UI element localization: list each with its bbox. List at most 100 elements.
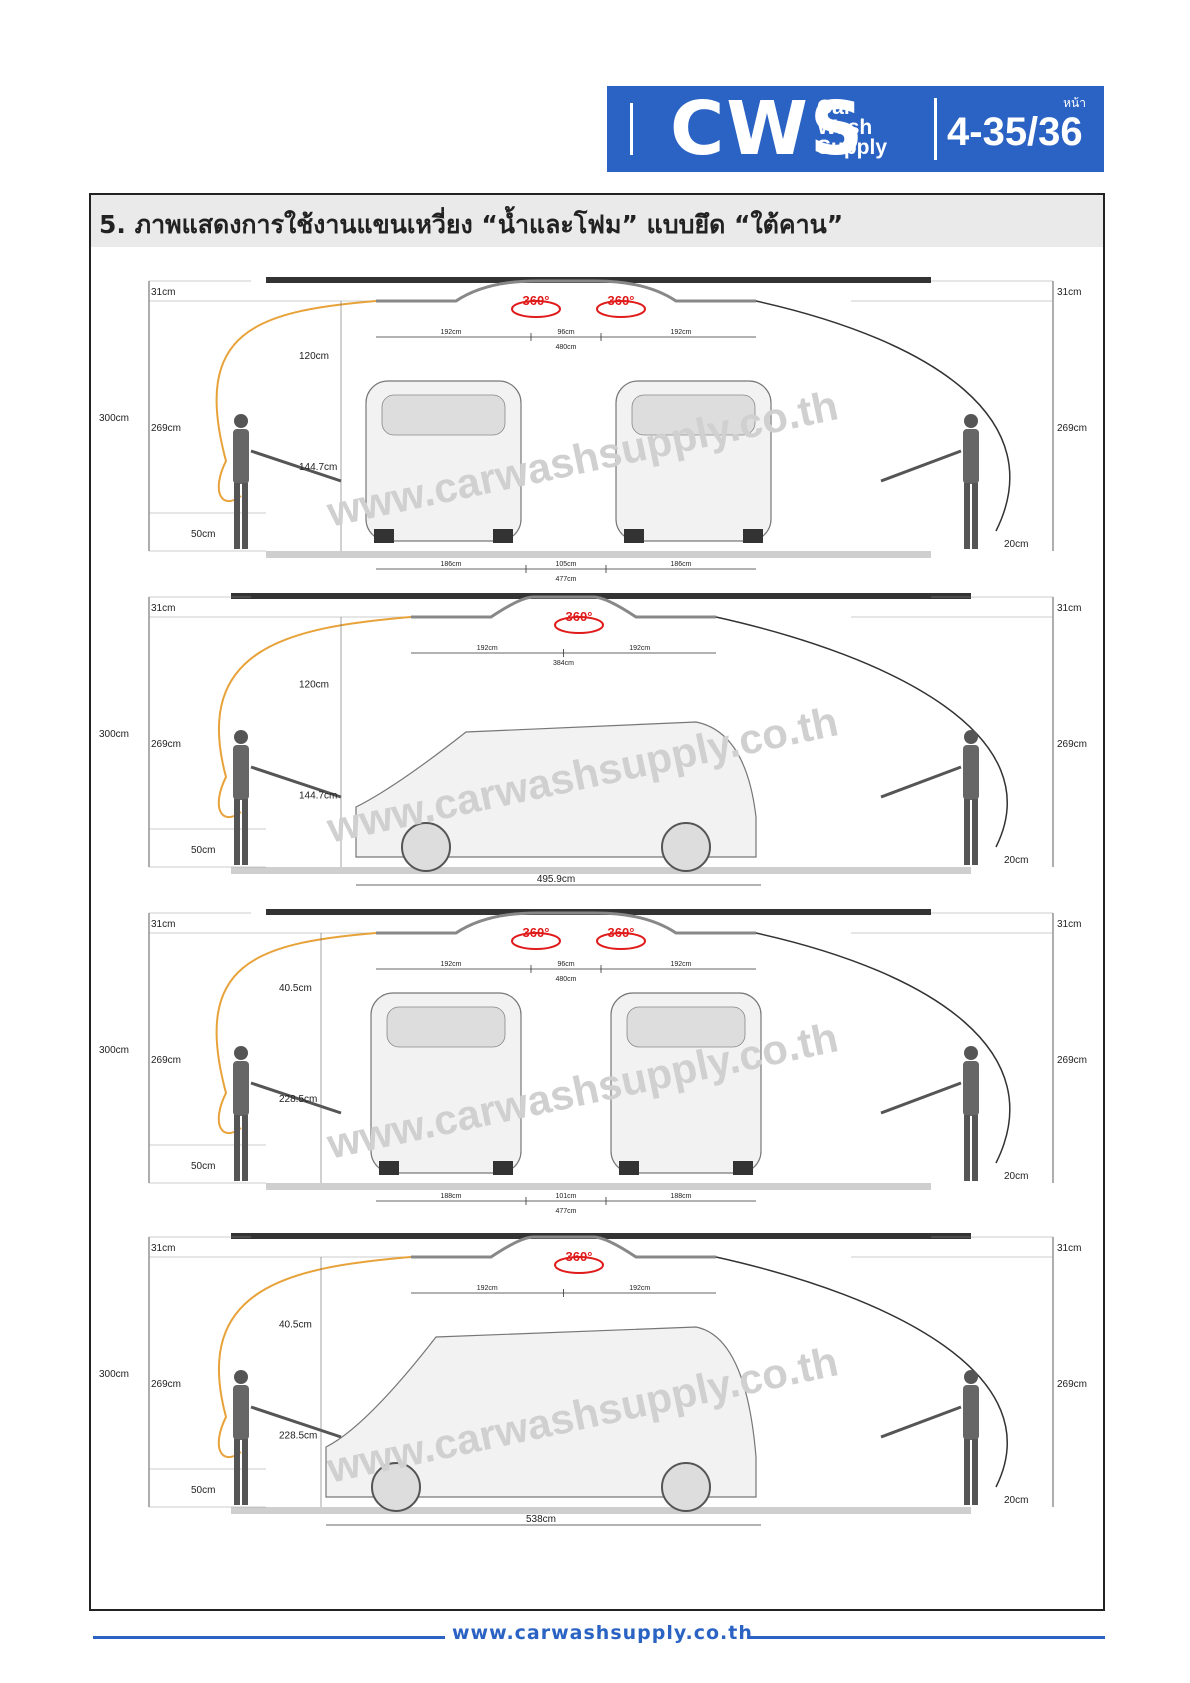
brand-divider xyxy=(934,98,937,160)
dim-label-total: 300cm xyxy=(99,729,129,740)
rotation-icon xyxy=(596,300,646,318)
rotation-label: 360° xyxy=(523,925,550,940)
arm-total-label: 480cm xyxy=(555,976,576,983)
operator-left-head xyxy=(234,1046,248,1060)
vehicle-wheel xyxy=(624,529,644,543)
dim-label-mid: 269cm xyxy=(151,739,181,750)
spray-lance-right xyxy=(880,765,962,799)
dim-label-mid: 269cm xyxy=(151,1055,181,1066)
operator-left-leg xyxy=(242,1115,248,1181)
content-frame: 5. ภาพแสดงการใช้งานแขนเหวี่ยง “น้ำและโฟม… xyxy=(89,193,1105,1611)
rotation-icon xyxy=(511,932,561,950)
dim-label-mid: 269cm xyxy=(151,1379,181,1390)
floor-slab xyxy=(266,1183,931,1190)
operator-left-leg xyxy=(242,483,248,549)
dim-label-low-right: 20cm xyxy=(1004,539,1028,550)
brand-tagline: Car Wash Supply xyxy=(817,96,887,158)
operator-right-leg xyxy=(964,1439,970,1505)
dim-label-top: 31cm xyxy=(151,603,175,614)
page-number: 4-35/36 xyxy=(947,110,1083,154)
floor-slab xyxy=(266,551,931,558)
operator-right-leg xyxy=(972,1439,978,1505)
dim-label-low-right: 20cm xyxy=(1004,855,1028,866)
vehicle-height-label: 144.7cm xyxy=(299,791,337,802)
operator-left-body xyxy=(233,1385,249,1440)
arm-dim-label: 192cm xyxy=(477,645,498,652)
arm-dim-label: 192cm xyxy=(670,329,691,336)
brand-tagline-line: Car xyxy=(817,96,853,119)
floor-total-label: 538cm xyxy=(526,1514,556,1525)
vehicle-wheel xyxy=(733,1161,753,1175)
dim-label-mid: 269cm xyxy=(151,423,181,434)
hose-right xyxy=(755,932,1011,1164)
dim-label-low: 50cm xyxy=(191,529,215,540)
floor-dim-label: 188cm xyxy=(670,1193,691,1200)
page-label: หน้า xyxy=(1063,96,1086,110)
dim-label-top: 31cm xyxy=(151,287,175,298)
arm-total-label: 384cm xyxy=(553,660,574,667)
vehicle-windshield xyxy=(381,394,506,436)
operator-right-leg xyxy=(972,1115,978,1181)
dim-label-mid-right: 269cm xyxy=(1057,423,1087,434)
brand-tagline-line: Wash xyxy=(817,116,873,139)
dim-label-top-right: 31cm xyxy=(1057,1243,1081,1254)
vehicle-wheel xyxy=(379,1161,399,1175)
dim-label-top: 31cm xyxy=(151,1243,175,1254)
dim-label-low: 50cm xyxy=(191,845,215,856)
operator-left-head xyxy=(234,730,248,744)
drop-label: 120cm xyxy=(299,680,329,691)
vehicle-windshield xyxy=(386,1006,506,1048)
floor-dim-label: 101cm xyxy=(555,1193,576,1200)
swing-arm xyxy=(411,1235,716,1259)
operator-left-leg xyxy=(234,1439,240,1505)
operator-left-leg xyxy=(242,1439,248,1505)
operator-right-body xyxy=(963,429,979,484)
rotation-icon xyxy=(554,616,604,634)
arm-dim-label: 96cm xyxy=(557,961,574,968)
installation-diagram: 31cm 300cm 269cm 50cm 31cm 269cm 20cm 360° 360° 1… xyxy=(99,277,1087,1526)
drop-label: 40.5cm xyxy=(279,1320,312,1331)
floor-dim-label: 105cm xyxy=(555,561,576,568)
hose-left xyxy=(217,1256,412,1459)
operator-right-body xyxy=(963,745,979,800)
rotation-label: 360° xyxy=(523,293,550,308)
operator-right-head xyxy=(964,730,978,744)
operator-right-body xyxy=(963,1061,979,1116)
vehicle-wheel xyxy=(661,1462,711,1512)
arm-dim-label: 192cm xyxy=(670,961,691,968)
dim-label-low: 50cm xyxy=(191,1485,215,1496)
operator-right-leg xyxy=(964,1115,970,1181)
operator-right-head xyxy=(964,1046,978,1060)
operator-left-body xyxy=(233,745,249,800)
operator-left-body xyxy=(233,429,249,484)
section-title: 5. ภาพแสดงการใช้งานแขนเหวี่ยง “น้ำและโฟม… xyxy=(91,195,1103,247)
rotation-icon xyxy=(554,1256,604,1274)
arm-total-label: 480cm xyxy=(555,344,576,351)
rotation-label: 360° xyxy=(566,1249,593,1264)
dim-label-total: 300cm xyxy=(99,1369,129,1380)
vehicle-wheel xyxy=(374,529,394,543)
hose-right xyxy=(755,300,1011,532)
swing-arm xyxy=(376,911,756,935)
vehicle-wheel xyxy=(371,1462,421,1512)
floor-dim-label: 186cm xyxy=(670,561,691,568)
spray-lance-right xyxy=(880,449,962,483)
vehicle-windshield xyxy=(631,394,756,436)
hose-left xyxy=(215,932,377,1135)
hose-left xyxy=(217,616,412,819)
spray-lance-left xyxy=(250,765,342,799)
footer-rule-right xyxy=(750,1636,1105,1639)
vehicle-side xyxy=(325,1326,757,1498)
hose-right xyxy=(715,1256,1009,1488)
operator-left-leg xyxy=(234,483,240,549)
footer-rule-left xyxy=(93,1636,445,1639)
arm-dim-label: 192cm xyxy=(440,329,461,336)
vehicle-wheel xyxy=(493,1161,513,1175)
drop-label: 40.5cm xyxy=(279,983,312,994)
arm-dim-label: 96cm xyxy=(557,329,574,336)
operator-right-body xyxy=(963,1385,979,1440)
dim-label-top-right: 31cm xyxy=(1057,603,1081,614)
operator-left-head xyxy=(234,1370,248,1384)
vehicle-wheel xyxy=(493,529,513,543)
operator-right-head xyxy=(964,414,978,428)
